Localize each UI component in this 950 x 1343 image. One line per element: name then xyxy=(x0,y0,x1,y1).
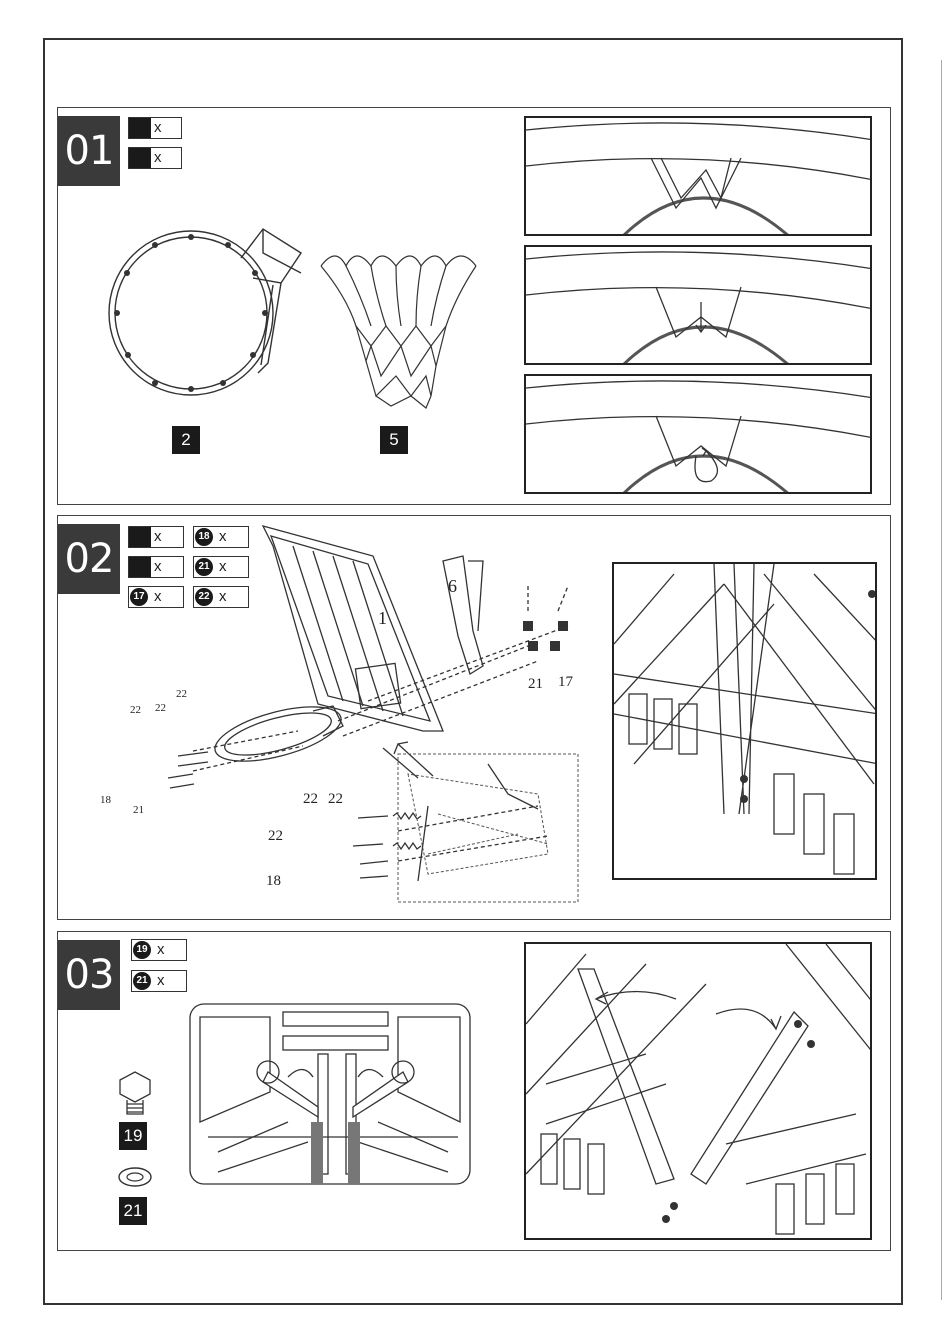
step-number: 01 xyxy=(58,116,120,186)
net-illustration xyxy=(316,246,491,416)
step-01: 01 x x 2 xyxy=(57,107,891,505)
net-hook-detail-1 xyxy=(524,116,872,236)
page-edge xyxy=(941,60,945,1300)
callout-label: 18 xyxy=(100,794,111,806)
quantity-mark: x xyxy=(154,119,162,137)
brace-rotation-detail xyxy=(524,942,872,1240)
step-02: 02 x 18 x x 21 x 17 x 22 x xyxy=(57,515,891,920)
callout-label: 22 xyxy=(176,688,187,700)
callout-label: 22 xyxy=(303,791,318,808)
part-number-badge: 19 xyxy=(133,941,151,959)
callout-label: 22 xyxy=(328,791,343,808)
backboard-rear-illustration xyxy=(188,1002,473,1187)
callout-label: 22 xyxy=(268,828,283,845)
part-label-washer: 21 xyxy=(119,1197,147,1225)
quantity-row: 21 x xyxy=(131,970,187,992)
quantity-mark: x xyxy=(157,972,165,990)
nut-icon xyxy=(115,1072,155,1116)
callout-label: 18 xyxy=(266,873,281,890)
part-label-hoop: 2 xyxy=(172,426,200,454)
quantity-row: x xyxy=(128,117,182,139)
part-label-net: 5 xyxy=(380,426,408,454)
callout-label: 17 xyxy=(558,674,573,691)
callout-label: 21 xyxy=(133,804,144,816)
net-hook-detail-3 xyxy=(524,374,872,494)
part-label-nut: 19 xyxy=(119,1122,147,1150)
step-number: 03 xyxy=(58,940,120,1010)
callout-label: 21 xyxy=(528,676,543,693)
step-03: 03 19 x 21 x 19 21 xyxy=(57,931,891,1251)
bracket-mounting-detail xyxy=(612,562,877,880)
hoop-illustration xyxy=(103,223,303,413)
callout-label: 22 xyxy=(155,702,166,714)
bolt-insertion-inset xyxy=(398,754,580,904)
part-number-badge: 21 xyxy=(133,972,151,990)
callout-label: 1 xyxy=(378,608,387,629)
quantity-row: 19 x xyxy=(131,939,187,961)
callout-label: 6 xyxy=(448,576,457,597)
quantity-mark: x xyxy=(154,149,162,167)
washer-icon xyxy=(117,1166,153,1188)
quantity-mark: x xyxy=(157,941,165,959)
callout-label: 22 xyxy=(130,704,141,716)
quantity-row: x xyxy=(128,147,182,169)
part-swatch xyxy=(129,148,151,168)
part-swatch xyxy=(129,118,151,138)
net-hook-detail-2 xyxy=(524,245,872,365)
